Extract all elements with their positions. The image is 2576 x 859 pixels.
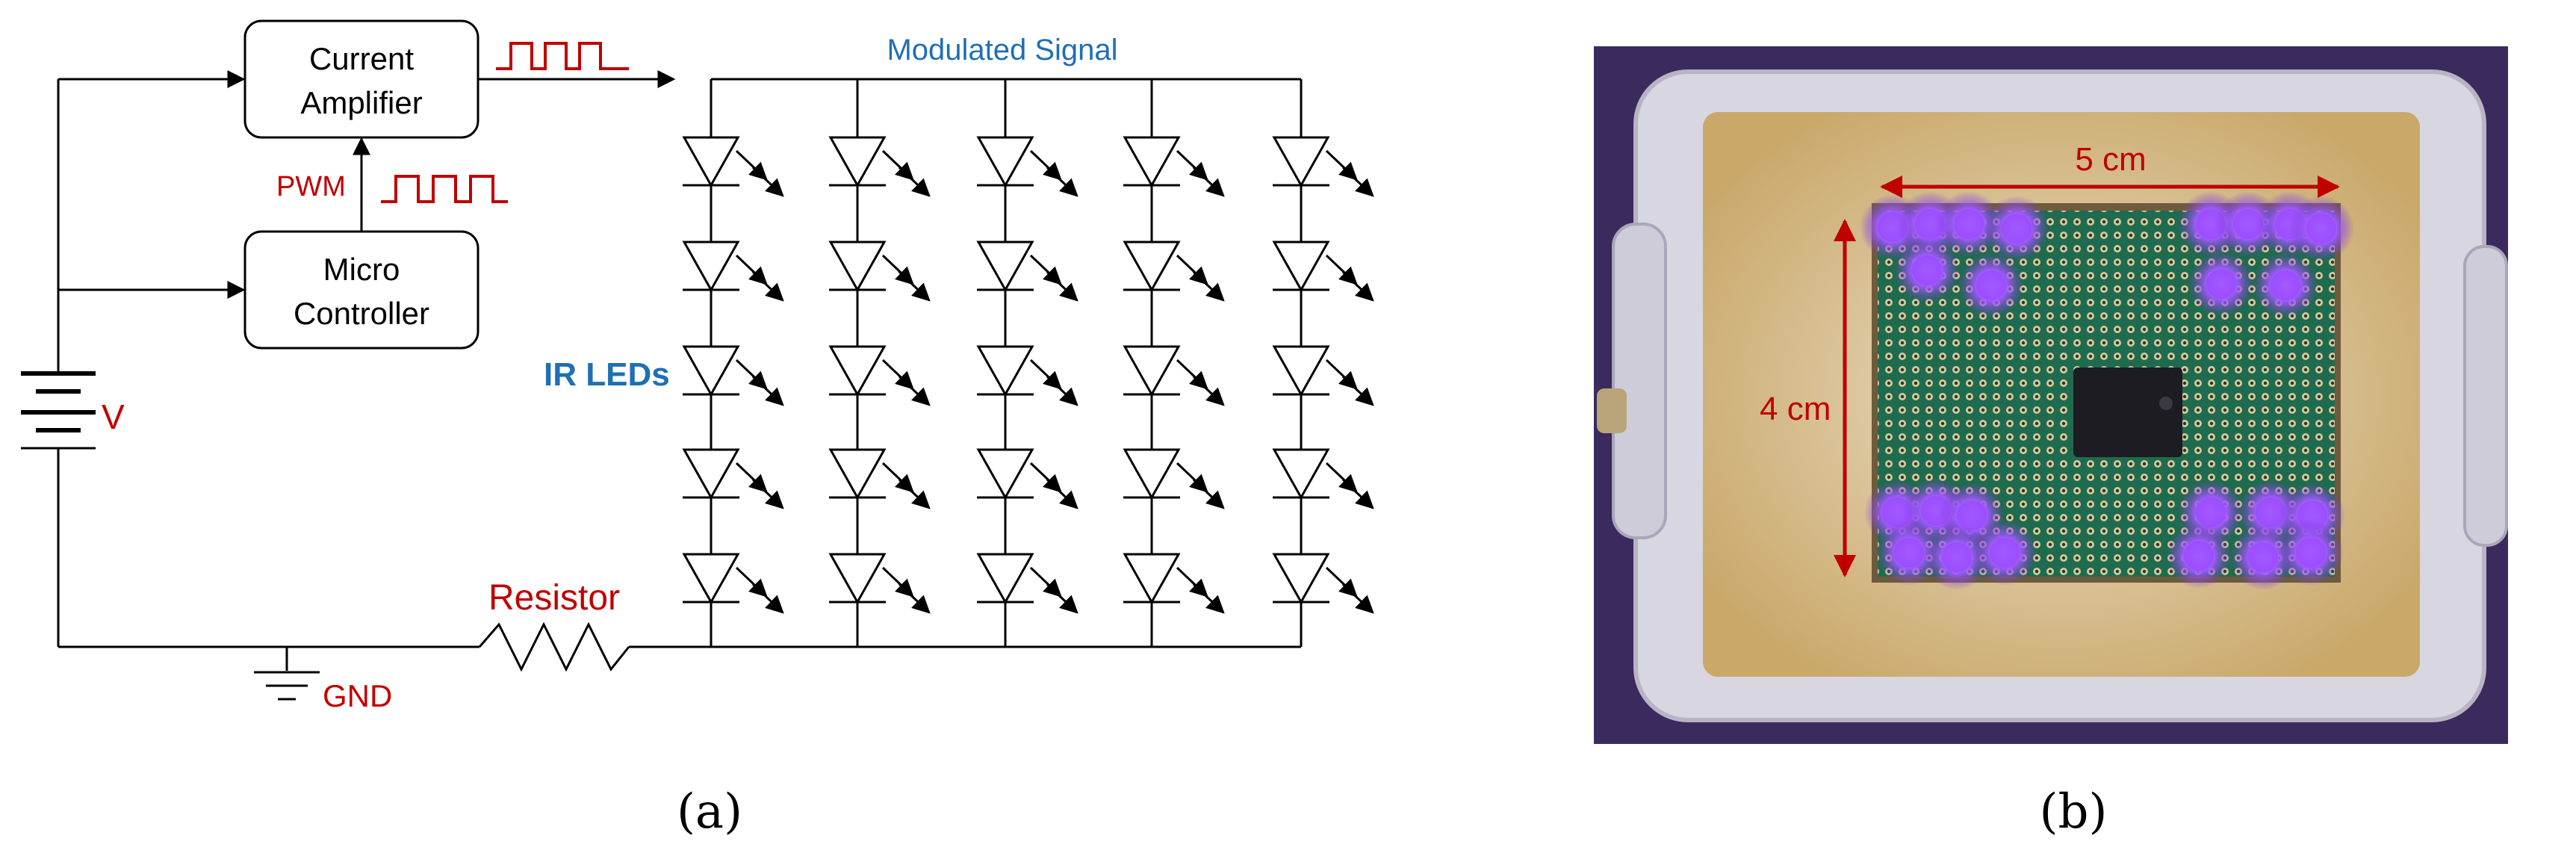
modulated-waveform (496, 42, 629, 70)
amplifier-label-line1: Current (309, 41, 414, 76)
ir-led-diode (1123, 448, 1225, 509)
ir-led-diode (682, 448, 784, 509)
ir-led-diode (828, 553, 931, 614)
ir-led-diode (976, 345, 1078, 406)
led-dome (1976, 270, 2006, 300)
case-clip-left (1612, 223, 1667, 539)
pwm-waveform (381, 175, 508, 203)
ir-led-diode (828, 136, 931, 197)
ir-led-diode (1272, 448, 1374, 509)
led-dome (1942, 542, 1972, 572)
ir-leds-label: IR LEDs (544, 356, 670, 393)
led-dome (2271, 270, 2300, 300)
controller-label-line2: Controller (294, 296, 429, 331)
supply-wires (57, 70, 711, 648)
ir-led-diode (828, 241, 931, 302)
led-dome (2233, 209, 2263, 239)
ir-led-diode (1123, 345, 1225, 406)
battery-symbol (21, 371, 96, 450)
ir-led-diode (1272, 136, 1374, 197)
led-dome (2296, 538, 2326, 568)
ir-led-diode (976, 241, 1078, 302)
led-dome (2196, 497, 2226, 527)
photo-led-cluster (1860, 191, 2354, 590)
ir-led-diode (976, 553, 1078, 614)
caption-a: (a) (677, 784, 742, 840)
dc-jack (1597, 388, 1627, 433)
led-dome (1990, 538, 2020, 568)
modulated-signal-label: Modulated Signal (887, 34, 1117, 66)
ground-label: GND (323, 678, 392, 713)
ir-led-diode (682, 136, 784, 197)
device-photo: 5 cm 4 cm (b) (1594, 46, 2508, 840)
led-dome (2306, 214, 2336, 244)
ir-led-diode (1272, 553, 1374, 614)
ir-led-diode (1272, 241, 1374, 302)
controller-label-line1: Micro (323, 252, 400, 287)
ir-led-diode (828, 345, 931, 406)
led-dome (2002, 214, 2032, 244)
amplifier-label-line2: Amplifier (300, 85, 422, 120)
voltage-label: V (102, 397, 125, 436)
ir-led-diode (682, 241, 784, 302)
ir-led-diode (1123, 241, 1225, 302)
pwm-label: PWM (276, 171, 346, 202)
width-label: 5 cm (2075, 141, 2146, 178)
resistor-label: Resistor (488, 578, 620, 618)
led-dome (2248, 542, 2278, 572)
ground-symbol (254, 647, 320, 701)
led-array (682, 78, 1374, 648)
ir-led-diode (1123, 553, 1225, 614)
resistor-symbol (478, 621, 630, 672)
sensor-chip (2073, 368, 2182, 457)
height-label: 4 cm (1760, 391, 1831, 427)
sensor-dot (2159, 397, 2173, 410)
led-dome (2206, 269, 2236, 299)
ir-led-diode (1272, 345, 1374, 406)
ir-led-diode (828, 448, 931, 509)
ir-led-diode (1123, 136, 1225, 197)
circuit-diagram: Current Amplifier Micro Controller V (21, 19, 1374, 840)
caption-b: (b) (2040, 784, 2108, 840)
led-dome (1954, 209, 1984, 239)
led-dome (2256, 497, 2285, 527)
ir-led-diode (976, 136, 1078, 197)
led-dome (1912, 255, 1942, 285)
ir-led-diode (682, 345, 784, 406)
led-dome (2184, 541, 2214, 571)
led-dome (1957, 500, 1987, 530)
ir-led-diode (682, 553, 784, 614)
ir-led-diode (976, 448, 1078, 509)
led-dome (1894, 538, 1924, 568)
case-clip-right (2463, 245, 2508, 547)
